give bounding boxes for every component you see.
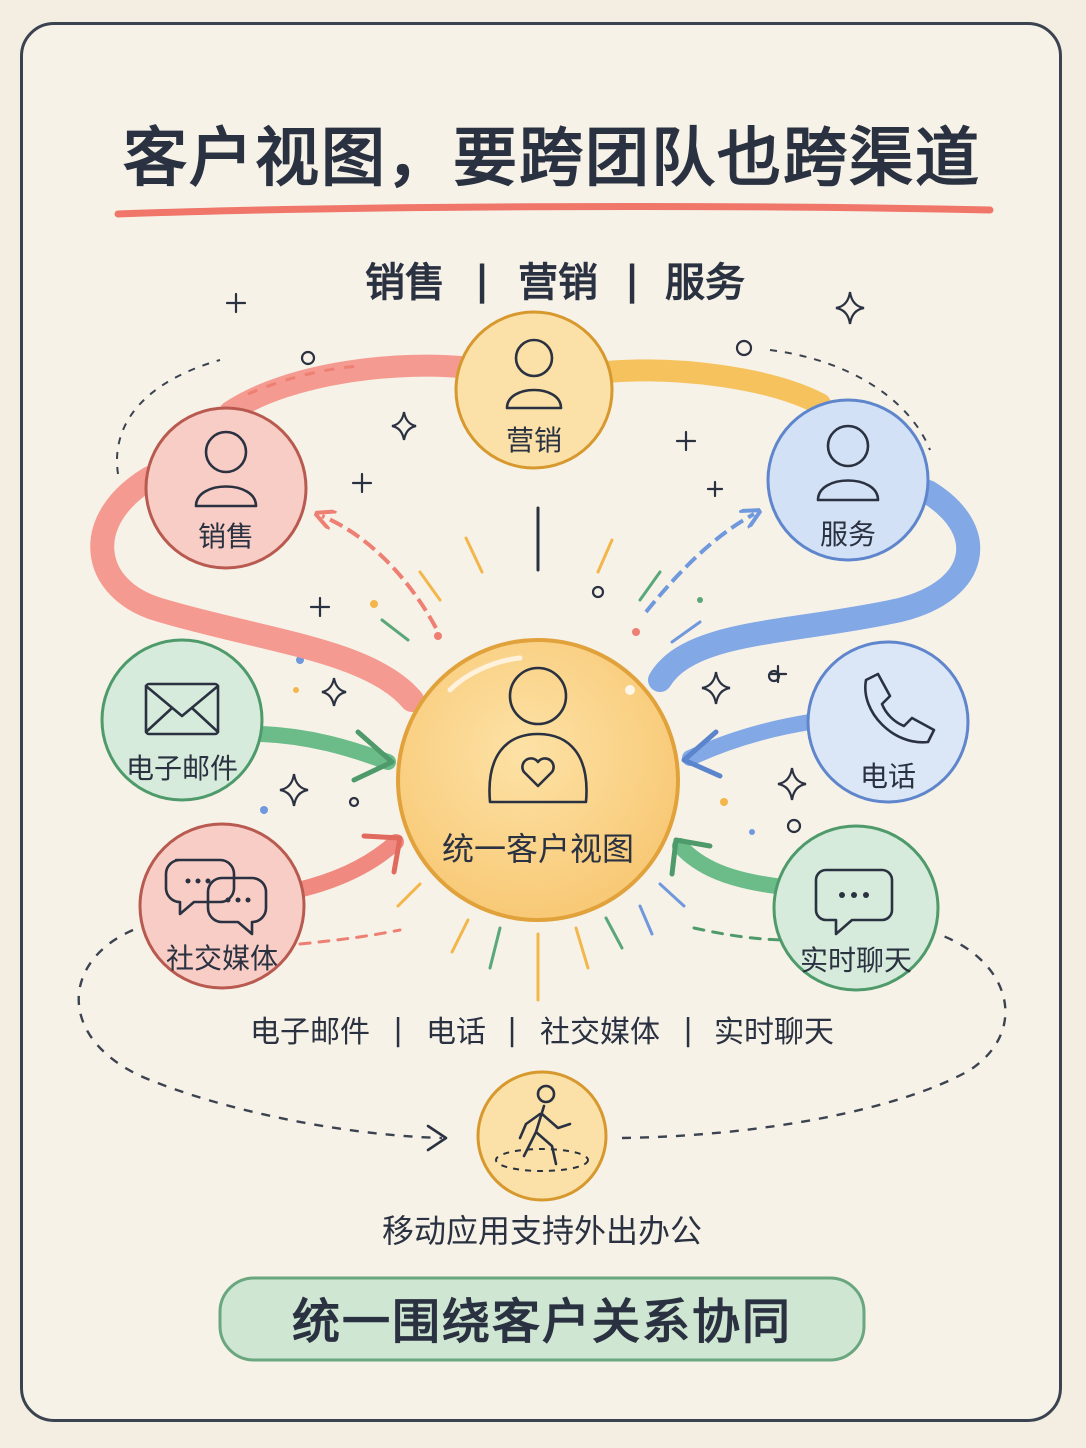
dot-decoration xyxy=(300,350,316,366)
channels-separator: | xyxy=(507,1013,517,1048)
arrowhead xyxy=(669,837,713,877)
plus-sparkle-icon xyxy=(675,430,697,452)
dashed-arc-red xyxy=(247,364,361,396)
node-sales[interactable]: 销售 xyxy=(144,406,308,570)
teams-separator: | xyxy=(625,258,640,305)
ribbon-sales-center xyxy=(90,466,424,712)
plus-sparkle-icon xyxy=(351,472,373,494)
person-icon xyxy=(816,424,880,502)
dashed-red-social xyxy=(298,928,402,946)
node-marketing[interactable]: 营销 xyxy=(454,310,614,470)
star-sparkle-icon xyxy=(279,773,309,807)
channels-item-email: 电子邮件 xyxy=(250,1015,370,1050)
person-icon xyxy=(194,430,258,508)
teams-separator: | xyxy=(475,258,490,305)
teams-item-service: 服务 xyxy=(665,260,745,306)
arrow-phone-to-center xyxy=(682,714,818,766)
node-phone[interactable]: 电话 xyxy=(806,640,970,804)
dashed-arc-right xyxy=(769,349,931,451)
phone-icon xyxy=(864,672,936,744)
mobile-caption: 移动应用支持外出办公 xyxy=(382,1212,702,1250)
star-sparkle-icon xyxy=(391,411,417,441)
confetti-dots xyxy=(260,597,755,835)
arrow-email-to-center xyxy=(254,726,396,770)
ribbon-service-center xyxy=(648,480,980,692)
channels-line: 电子邮件 | 电话 | 社交媒体 | 实时聊天 xyxy=(250,1013,834,1050)
node-sales-label: 销售 xyxy=(198,520,254,553)
plus-sparkle-icon xyxy=(706,480,724,498)
node-center-label: 统一客户视图 xyxy=(442,830,634,868)
footer-pill: 统一围绕客户关系协同 xyxy=(218,1276,866,1362)
teams-item-marketing: 营销 xyxy=(518,260,598,306)
arrow-chat-to-center xyxy=(672,838,784,894)
node-social[interactable]: 社交媒体 xyxy=(138,822,306,990)
arrow-social-to-center xyxy=(290,834,404,898)
node-mobile[interactable] xyxy=(476,1070,608,1202)
plus-sparkle-icon xyxy=(309,596,331,618)
dot-decoration xyxy=(591,585,605,599)
dot-decoration xyxy=(348,796,360,808)
walking-person-icon xyxy=(495,1084,589,1172)
person-icon xyxy=(505,338,563,410)
dashed-arc-left xyxy=(116,359,221,475)
teams-item-sales: 销售 xyxy=(365,260,445,306)
node-phone-label: 电话 xyxy=(860,760,916,793)
arrowhead xyxy=(361,833,403,875)
channels-item-social: 社交媒体 xyxy=(540,1015,660,1050)
chat-bubbles-icon xyxy=(164,858,268,936)
node-chat[interactable]: 实时聊天 xyxy=(772,824,940,992)
decorations xyxy=(225,291,865,834)
dashed-loop-left xyxy=(77,922,443,1140)
dot-decoration xyxy=(786,818,802,834)
channels-separator: | xyxy=(683,1013,693,1048)
channel-arrows xyxy=(254,714,818,946)
person-heart-icon xyxy=(488,666,588,804)
arrow-center-to-service xyxy=(644,514,754,614)
node-email-label: 电子邮件 xyxy=(126,752,238,785)
plus-sparkle-icon xyxy=(225,292,247,314)
channels-separator: | xyxy=(393,1013,403,1048)
node-chat-label: 实时聊天 xyxy=(800,944,912,977)
footer-text: 统一围绕客户关系协同 xyxy=(292,1294,792,1350)
star-sparkle-icon xyxy=(777,767,807,801)
node-marketing-label: 营销 xyxy=(506,424,562,457)
star-sparkle-icon xyxy=(321,677,347,707)
arrow-center-to-sales xyxy=(322,516,438,629)
arrowhead xyxy=(351,729,395,783)
node-service-label: 服务 xyxy=(820,518,876,551)
ribbon-sales-marketing xyxy=(219,354,481,423)
title-underline xyxy=(114,203,994,218)
star-sparkle-icon xyxy=(701,671,731,705)
dot-decoration xyxy=(767,669,781,683)
chat-icon xyxy=(814,868,894,936)
center-rays xyxy=(380,506,702,1002)
page-title: 客户视图，要跨团队也跨渠道 xyxy=(123,122,981,196)
node-service[interactable]: 服务 xyxy=(766,398,930,562)
ribbon-marketing-service xyxy=(595,359,831,415)
dashed-green-chat xyxy=(692,926,790,942)
node-social-label: 社交媒体 xyxy=(166,942,278,975)
teams-line: 销售 | 营销 | 服务 xyxy=(365,258,745,306)
node-email[interactable]: 电子邮件 xyxy=(100,638,264,802)
node-center[interactable]: 统一客户视图 xyxy=(396,638,680,922)
channels-item-chat: 实时聊天 xyxy=(714,1015,834,1050)
envelope-icon xyxy=(144,682,220,736)
arrowhead xyxy=(681,729,723,779)
channels-item-phone: 电话 xyxy=(426,1015,486,1050)
dot-decoration xyxy=(735,339,753,357)
star-sparkle-icon xyxy=(835,291,865,325)
dashed-loop-right xyxy=(621,932,1007,1140)
arrowhead xyxy=(426,1124,448,1152)
